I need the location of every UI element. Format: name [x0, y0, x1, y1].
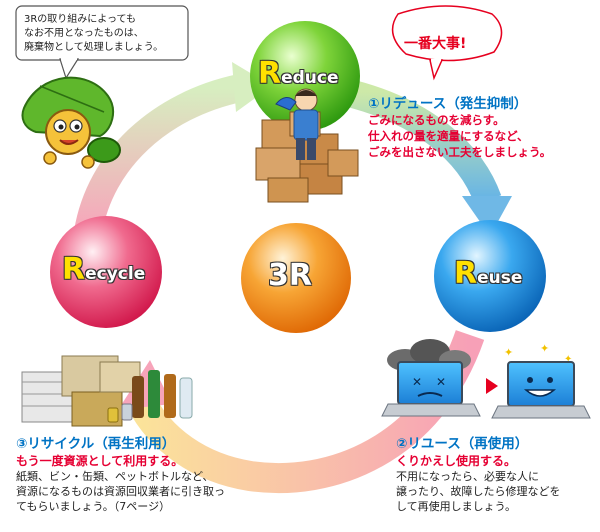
mascot-speech-line: なお不用となったものは、: [24, 28, 144, 39]
reuse-title: ②リユース（再使用）: [396, 436, 529, 452]
reduce-initial: R: [258, 56, 282, 91]
reduce-description: ①リデュース（発生抑制） ごみになるものを減らす。 仕入れの量を適量にするなど、…: [368, 92, 551, 160]
recycle-body-line: てもらいましょう。（7ページ）: [16, 500, 171, 513]
reduce-ball-label: Reduce: [258, 56, 339, 91]
reuse-description: ②リユース（再使用） くりかえし使用する。 不用になったら、必要な人に 譲ったり…: [396, 432, 561, 514]
recycle-title: ③リサイクル（再生利用）: [16, 436, 176, 452]
recycle-description: ③リサイクル（再生利用） もう一度資源として利用する。 紙類、ビン・缶類、ペット…: [16, 432, 225, 514]
reuse-body-line: 譲ったり、故障したら修理などを: [396, 485, 561, 498]
svg-text:✦: ✦: [504, 346, 513, 359]
recycle-initial: R: [62, 252, 86, 287]
reduce-body-line: ごみを出さない工夫をしましょう。: [368, 145, 552, 159]
importance-text: 一番大事!: [404, 36, 467, 52]
recycle-body-line: 紙類、ビン・缶類、ペットボトルなど、: [16, 470, 214, 483]
center-3r-label: 3R: [268, 258, 312, 293]
reuse-subtitle: くりかえし使用する。: [396, 454, 517, 468]
worker-with-boxes-icon: [255, 88, 359, 203]
reduce-body-line: 仕入れの量を適量にするなど、: [368, 129, 529, 143]
reduce-subtitle: ごみになるものを減らす。: [368, 113, 505, 127]
reduce-rest: educe: [281, 68, 339, 88]
svg-text:✦: ✦: [564, 354, 572, 365]
reuse-body-line: して再使用しましょう。: [396, 500, 517, 513]
mascot-speech-line: 3Rの取り組みによっても: [24, 14, 137, 25]
importance-bubble: [391, 5, 503, 81]
center-3r-ball: [241, 223, 351, 333]
mascot-speech-text: 3Rの取り組みによっても なお不用となったものは、 廃棄物として処理しましょう。: [24, 13, 180, 55]
recycle-subtitle: もう一度資源として利用する。: [16, 454, 184, 468]
mascot-speech-line: 廃棄物として処理しましょう。: [24, 42, 164, 53]
recycle-ball-label: Recycle: [62, 252, 145, 287]
recycle-body-line: 資源になるものは資源回収業者に引き取っ: [16, 485, 225, 498]
reuse-ball-label: Reuse: [454, 256, 522, 291]
mascot-speech-bubble: [15, 5, 189, 80]
reduce-title: ①リデュース（発生抑制）: [368, 96, 528, 112]
reuse-rest: euse: [477, 268, 523, 288]
recycle-rest: ecycle: [85, 264, 146, 284]
recycle-ball: [50, 216, 162, 328]
reuse-initial: R: [454, 256, 478, 291]
svg-text:✕: ✕: [436, 375, 446, 389]
recyclables-icon: [21, 355, 193, 427]
mascot-turtle-icon: [21, 76, 121, 169]
reuse-ball: [434, 220, 546, 332]
reuse-body-line: 不用になったら、必要な人に: [396, 470, 539, 483]
svg-text:✦: ✦: [540, 342, 549, 355]
svg-text:✕: ✕: [412, 375, 422, 389]
repaired-laptop-icon: ✦ ✦ ✦: [491, 342, 591, 419]
broken-laptop-icon: ✕ ✕: [381, 339, 481, 417]
arrow-right-icon: [486, 378, 498, 394]
